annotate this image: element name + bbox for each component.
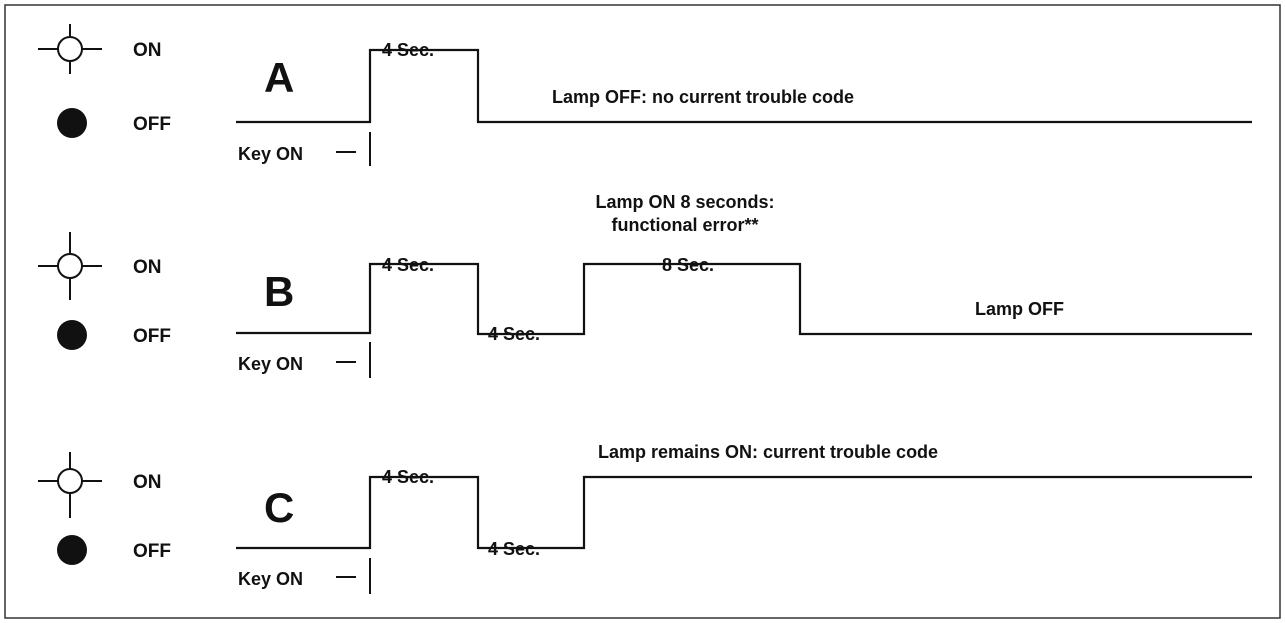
on-label: ON: [133, 472, 162, 493]
row-b: ON OFF B Key ON 4 Sec. 4 Sec. 8 Sec. Lam…: [38, 192, 1252, 378]
lamp-off-icon: [57, 108, 87, 138]
lamp-waveform: [236, 48, 1252, 124]
key-on-label: Key ON: [238, 354, 303, 374]
interval-label: 4 Sec.: [488, 324, 540, 344]
row-letter: A: [264, 54, 294, 101]
status-note: functional error**: [611, 215, 758, 235]
row-letter: C: [264, 484, 294, 531]
diagram-frame: [4, 4, 1281, 619]
interval-label: 4 Sec.: [382, 467, 434, 487]
lamp-waveform: [236, 475, 1252, 550]
row-letter: B: [264, 268, 294, 315]
lamp-off-icon: [57, 320, 87, 350]
off-label: OFF: [133, 114, 171, 135]
lamp-on-icon: [38, 232, 102, 300]
interval-label: 8 Sec.: [662, 255, 714, 275]
interval-label: 4 Sec.: [382, 255, 434, 275]
row-a: ON OFF A Key ON 4 Sec. Lamp OFF: no curr…: [38, 24, 1252, 166]
on-label: ON: [133, 40, 162, 61]
lamp-on-icon: [38, 24, 102, 74]
lamp-waveform: [236, 262, 1252, 336]
status-note: Lamp OFF: no current trouble code: [552, 87, 854, 107]
status-note: Lamp ON 8 seconds:: [595, 192, 774, 212]
lamp-off-icon: [57, 535, 87, 565]
interval-label: 4 Sec.: [382, 40, 434, 60]
key-on-label: Key ON: [238, 144, 303, 164]
key-on-label: Key ON: [238, 569, 303, 589]
end-note: Lamp OFF: [975, 299, 1064, 319]
off-label: OFF: [133, 326, 171, 347]
off-label: OFF: [133, 541, 171, 562]
row-c: ON OFF C Key ON 4 Sec. 4 Sec. Lamp remai…: [38, 442, 1252, 594]
interval-label: 4 Sec.: [488, 539, 540, 559]
lamp-on-icon: [38, 452, 102, 518]
on-label: ON: [133, 257, 162, 278]
status-note: Lamp remains ON: current trouble code: [598, 442, 938, 462]
